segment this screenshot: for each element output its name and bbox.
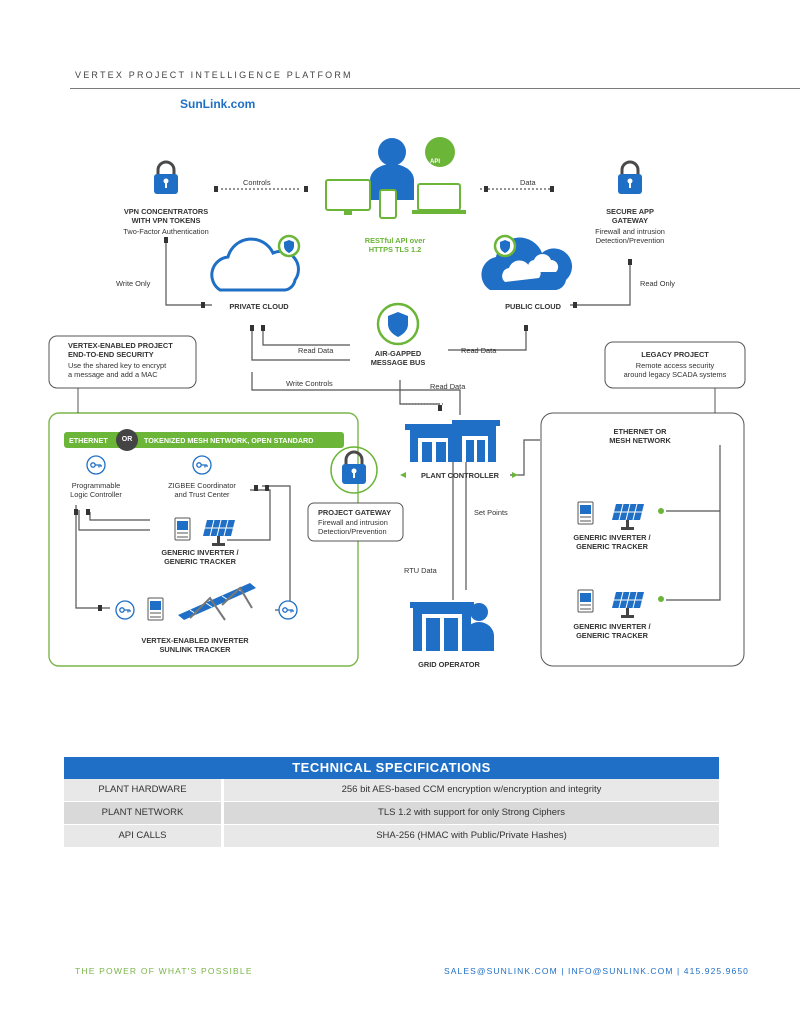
edge-read-only: Read Only (640, 279, 675, 288)
vpn-subtitle: Two-Factor Authentication (123, 227, 209, 236)
legacy-box-title: LEGACY PROJECT (641, 350, 709, 359)
public-cloud-shield-icon (493, 234, 517, 258)
spec-label: PLANT HARDWARE (98, 784, 187, 795)
vertex-inverter-label: VERTEX-ENABLED INVERTER SUNLINK TRACKER (141, 636, 249, 654)
legacy-inverter-1-label: GENERIC INVERTER / GENERIC TRACKER (573, 533, 651, 551)
project-gateway-subtitle: Firewall and intrusion Detection/Prevent… (318, 518, 388, 536)
edge-read-data-left: Read Data (298, 346, 334, 355)
api-label: RESTful API over HTTPS TLS 1.2 (364, 236, 426, 254)
edge-read-data-right: Read Data (461, 346, 497, 355)
project-gateway-title: PROJECT GATEWAY (318, 508, 392, 517)
generic-inverter-icon (174, 517, 191, 541)
legacy-inverter-1-icon (577, 501, 594, 525)
legacy-tracker-2-icon (611, 591, 645, 619)
spec-row: PLANT NETWORK TLS 1.2 with support for o… (64, 802, 719, 824)
spec-value: TLS 1.2 with support for only Strong Cip… (378, 807, 565, 818)
grid-operator-label: GRID OPERATOR (418, 660, 480, 669)
sunlink-tracker-icon (178, 583, 256, 621)
vpn-title: VPN CONCENTRATORS WITH VPN TOKENS (123, 207, 209, 225)
specs-title: TECHNICAL SPECIFICATIONS (64, 757, 719, 779)
edge-read-data-center: Read Data (430, 382, 466, 391)
banner-or-badge: OR (116, 429, 138, 451)
page-header-title: VERTEX PROJECT INTELLIGENCE PLATFORM (75, 70, 353, 80)
public-cloud-label: PUBLIC CLOUD (505, 302, 561, 311)
secure-app-title: SECURE APP GATEWAY (606, 207, 654, 225)
vertex-inverter-icon (147, 597, 164, 621)
spec-label: API CALLS (118, 830, 167, 841)
legacy-box-subtitle: Remote access security around legacy SCA… (623, 361, 727, 379)
zigbee-label: ZIGBEE Coordinator and Trust Center (168, 481, 236, 499)
banner-ethernet: ETHERNET (69, 436, 108, 445)
spec-row: API CALLS SHA-256 (HMAC with Public/Priv… (64, 825, 719, 847)
vertex-box-subtitle: Use the shared key to encrypt a message … (68, 361, 167, 379)
edge-set-points: Set Points (474, 508, 508, 517)
private-cloud-label: PRIVATE CLOUD (229, 302, 289, 311)
api-badge: API (430, 159, 441, 165)
plant-controller-label: PLANT CONTROLLER (420, 471, 499, 480)
secure-app-lock-icon (616, 160, 644, 196)
air-gapped-label: AIR-GAPPED MESSAGE BUS (370, 349, 426, 367)
generic-tracker-icon (202, 519, 236, 547)
project-gateway-lock-icon (340, 450, 368, 486)
edge-write-only: Write Only (116, 279, 151, 288)
tracker-key-icon (278, 600, 298, 620)
table-column-divider (221, 779, 224, 847)
vertex-inverter-key-icon (115, 600, 135, 620)
banner-mesh: TOKENIZED MESH NETWORK, OPEN STANDARD (144, 436, 314, 445)
brand-link[interactable]: SunLink.com (180, 97, 256, 111)
private-cloud-shield-icon (277, 234, 301, 258)
plc-key-icon (86, 455, 106, 475)
edge-data: Data (520, 178, 536, 187)
vertex-box-title: VERTEX-ENABLED PROJECT END-TO-END SECURI… (68, 341, 173, 359)
edge-rtu-data: RTU Data (404, 566, 437, 575)
api-user-workstation (325, 137, 466, 219)
legacy-inverter-2-label: GENERIC INVERTER / GENERIC TRACKER (573, 622, 651, 640)
spec-value: 256 bit AES-based CCM encryption w/encry… (341, 784, 602, 795)
footer-contact[interactable]: SALES@SUNLINK.COM | INFO@SUNLINK.COM | 4… (444, 966, 749, 976)
generic-inverter-green-label: GENERIC INVERTER / GENERIC TRACKER (161, 548, 239, 566)
secure-app-subtitle: Firewall and intrusion Detection/Prevent… (595, 227, 665, 245)
plc-label: Programmable Logic Controller (70, 481, 122, 499)
ethernet-mesh-label: ETHERNET OR MESH NETWORK (609, 427, 671, 445)
header-divider (70, 88, 800, 89)
private-cloud-icon (210, 237, 300, 292)
legacy-inverter-2-icon (577, 589, 594, 613)
zigbee-key-icon (192, 455, 212, 475)
plant-controller-icon (405, 420, 500, 462)
air-gapped-shield-icon (388, 312, 408, 337)
edge-write-controls: Write Controls (286, 379, 333, 388)
legacy-tracker-1-icon (611, 503, 645, 531)
grid-operator-icon (410, 602, 494, 651)
spec-row: PLANT HARDWARE 256 bit AES-based CCM enc… (64, 779, 719, 801)
spec-label: PLANT NETWORK (101, 807, 184, 818)
vpn-lock-icon (152, 160, 180, 196)
edge-controls: Controls (243, 178, 271, 187)
footer-tagline: THE POWER OF WHAT'S POSSIBLE (75, 966, 253, 976)
spec-value: SHA-256 (HMAC with Public/Private Hashes… (376, 830, 567, 841)
